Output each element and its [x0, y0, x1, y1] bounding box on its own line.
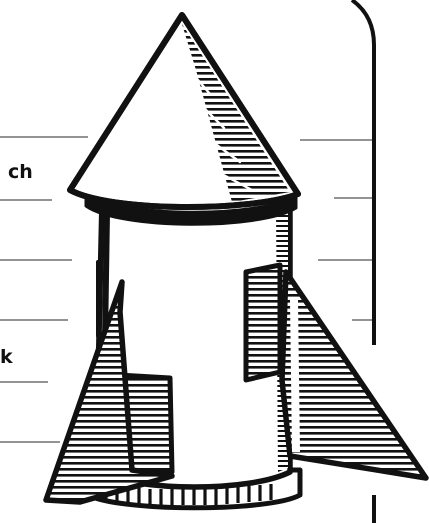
- rocket-icon: [46, 15, 426, 508]
- right-label-lines: [300, 140, 374, 320]
- rocket-porthole: [246, 265, 280, 380]
- partial-label-top: ch: [8, 161, 33, 183]
- rocket-right-fin: [282, 272, 426, 478]
- partial-label-bottom: k: [0, 346, 13, 368]
